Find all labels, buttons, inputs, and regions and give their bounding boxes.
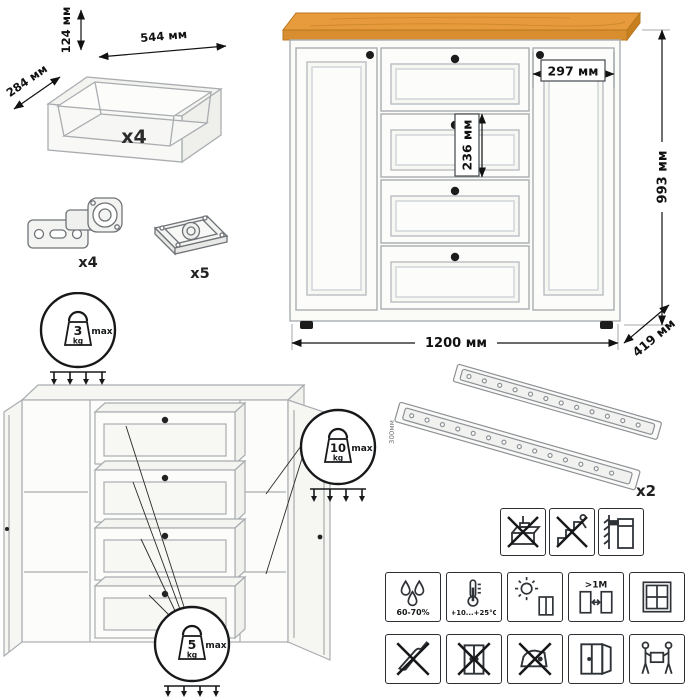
drawer-box-depth-label: 284 мм [4, 62, 50, 100]
door-knob [366, 51, 374, 59]
cabinet-top-board [281, 11, 642, 42]
load-pointer-lines [125, 425, 305, 620]
hinge-icon [27, 197, 123, 249]
open-drawer-2 [93, 459, 247, 524]
open-drawer-1 [93, 401, 247, 466]
cabinet-drawer-4 [380, 245, 530, 310]
foot-icon [153, 215, 229, 256]
drawer-height-label: 236 мм [454, 113, 480, 177]
cabinet-drawer-3 [380, 179, 530, 244]
load-limit-drawer-badge: 5 kg max [153, 605, 231, 697]
drawer-knob [450, 54, 460, 64]
open-cabinet-drawing [3, 383, 331, 661]
cabinet-right-door [532, 47, 615, 311]
shelf-load-max: max [351, 444, 372, 454]
top-load-max: max [91, 327, 112, 337]
slides-qty: x2 [636, 482, 656, 500]
no-climbing-icon [549, 508, 595, 556]
drawer-box-height-label: 124 мм [59, 7, 73, 54]
door-knob [536, 51, 544, 59]
drawer-box-diagram: x4 124 мм 544 мм 284 мм [4, 7, 227, 164]
foot-diagram: x5 [153, 215, 229, 282]
hinge-diagram: x4 [27, 197, 123, 271]
load-limit-shelf-badge: 10 kg max [299, 408, 377, 502]
cabinet-front-view: 993 мм 297 мм 236 мм 1200 мм 419 мм [281, 11, 678, 360]
humidity-range: 60-70% [396, 608, 429, 617]
cabinet-left-door [295, 47, 378, 311]
svg-text:297 мм: 297 мм [548, 64, 599, 79]
slide-rail-front [394, 401, 641, 491]
open-drawer-3 [93, 517, 247, 582]
drawer-slides-diagram: 300мм x2 [388, 363, 662, 500]
drawer-knob [450, 252, 460, 262]
drawer-knob [450, 186, 460, 196]
cabinet-feet [300, 321, 613, 329]
weight-icon [181, 624, 203, 636]
drawer-box-drawing [46, 76, 223, 164]
drawer-load-unit: kg [187, 651, 197, 660]
drawer-box-qty: x4 [121, 126, 146, 148]
clearance-value: >1M [585, 581, 608, 591]
no-hot-objects-icon [507, 634, 563, 684]
cabinet-height-label: 993 мм [653, 142, 671, 212]
load-limit-diagram: 3 kg max 10 kg max 5 [3, 292, 377, 697]
weight-icon [327, 427, 349, 439]
shelf-load-value: 10 [330, 441, 346, 455]
cabinet-drawer-1 [380, 47, 530, 112]
weight-icon [67, 310, 89, 322]
cabinet-body [289, 39, 621, 322]
load-limit-top-badge: 3 kg max [39, 292, 117, 385]
door-care-icon [568, 634, 624, 684]
top-load-unit: kg [73, 337, 83, 346]
drawer-box-width-label: 544 мм [140, 27, 188, 45]
slide-rail-back [452, 363, 662, 440]
svg-text:993 мм: 993 мм [656, 151, 671, 204]
slide-length-label: 300мм [388, 420, 396, 444]
foot-qty: x5 [190, 266, 209, 282]
temperature-range: +10...+25°C [452, 609, 496, 617]
clearance-icon: >1M [568, 572, 624, 622]
open-left-door [3, 398, 23, 658]
wall-anchor-icon [598, 508, 644, 556]
svg-text:236 мм: 236 мм [460, 120, 475, 171]
cabinet-drawer-2 [380, 113, 530, 178]
no-standing-on-drawer-icon [500, 508, 546, 556]
no-leaning-icon [446, 634, 502, 684]
shelf-load-unit: kg [333, 454, 343, 463]
cabinet-width-label: 1200 мм [415, 334, 497, 351]
svg-text:1200 мм: 1200 мм [425, 336, 487, 351]
hinge-qty: x4 [78, 255, 97, 271]
humidity-icon: 60-70% [385, 572, 441, 622]
two-person-carry-icon [629, 634, 685, 684]
drawer-load-value: 5 [188, 637, 197, 652]
ventilation-icon [629, 572, 685, 622]
top-load-value: 3 [74, 323, 83, 338]
temperature-icon: +10...+25°C [446, 572, 502, 622]
door-width-label: 297 мм [540, 59, 606, 82]
drawer-box-dimension-arrows [13, 9, 227, 110]
drawer-load-max: max [205, 641, 226, 651]
sunlight-icon [507, 572, 563, 622]
no-cutting-icon [385, 634, 441, 684]
